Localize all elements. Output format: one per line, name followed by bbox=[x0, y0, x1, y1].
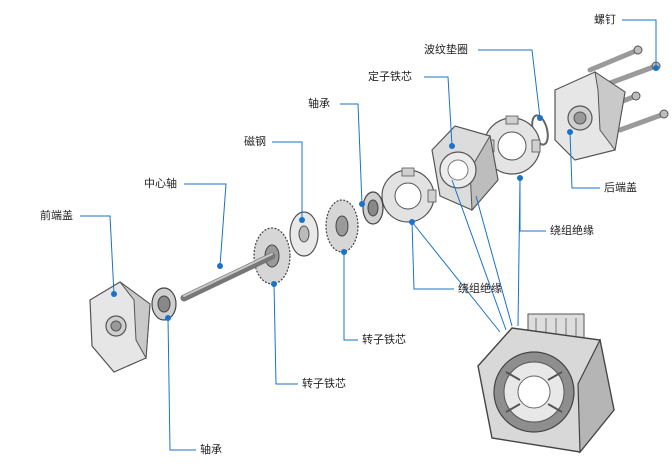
label-front-cover: 前端盖 bbox=[40, 209, 73, 222]
bearing-top-part bbox=[362, 191, 384, 225]
rotor-core-center-part bbox=[325, 199, 359, 253]
label-winding-insulation-right: 绕组绝缘 bbox=[550, 224, 594, 237]
rear-cover-part bbox=[554, 70, 626, 161]
stator-core-part bbox=[431, 125, 499, 212]
label-rotor-core-bottom: 转子铁芯 bbox=[302, 377, 346, 390]
label-center-shaft: 中心轴 bbox=[144, 177, 177, 190]
front-cover-part bbox=[89, 281, 151, 373]
label-stator-core: 定子铁芯 bbox=[368, 70, 412, 83]
label-rotor-core-center: 转子铁芯 bbox=[362, 333, 406, 346]
assembled-stator-part bbox=[477, 313, 615, 454]
center-shaft-part bbox=[180, 252, 276, 302]
winding-insulation-center-part bbox=[381, 167, 437, 223]
label-winding-insulation-center: 绕组绝缘 bbox=[458, 282, 502, 295]
label-magnet: 磁钢 bbox=[244, 135, 266, 148]
leader-lines bbox=[80, 19, 657, 451]
bearing-bottom-part bbox=[151, 287, 177, 321]
label-screw: 螺钉 bbox=[594, 13, 616, 26]
leader-dots bbox=[111, 65, 659, 321]
label-bearing-top: 轴承 bbox=[308, 97, 330, 110]
label-rear-cover: 后端盖 bbox=[604, 181, 637, 194]
label-wave-washer: 波纹垫圈 bbox=[424, 43, 468, 56]
magnet-part bbox=[289, 211, 319, 257]
label-bearing-bottom: 轴承 bbox=[200, 443, 222, 456]
